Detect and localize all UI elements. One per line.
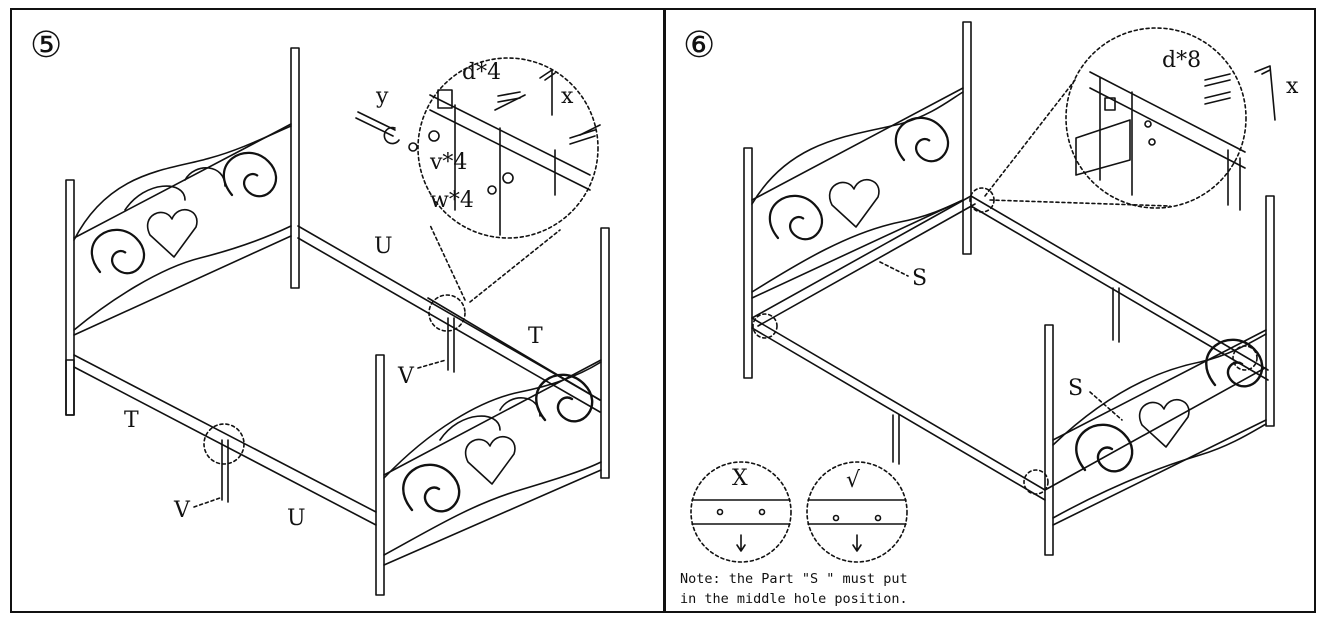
rail-T-left [73,354,377,526]
note-line-2: in the middle hole position. [680,591,908,607]
post [375,354,385,596]
wrench-icon [355,111,400,145]
label-S-rail: S [912,266,928,291]
label-x6: x [1286,74,1299,99]
hole-right-circle [806,461,908,563]
hole-wrong-circle [690,461,792,563]
leg-V-mid [447,317,455,373]
label-V-mid: V [398,364,414,389]
post [600,227,610,479]
step-number-6: ⑥ [683,25,716,66]
label-d6: d*8 [1162,48,1202,73]
label-U-far: U [374,234,393,259]
step6-frame [690,21,1276,563]
label-y: y [376,84,389,109]
post [65,179,75,416]
label-x: x [561,84,574,109]
step5-frame [65,47,610,596]
step-number-5: ⑤ [30,25,63,66]
label-S-foot: S [1068,376,1084,401]
label-v: v*4 [430,150,468,175]
note-line-1: Note: the Part "S " must put [680,571,908,587]
allen-key-icon [539,69,556,116]
label-w: w*4 [430,188,474,213]
label-U-near: U [287,506,306,531]
wrong-mark: X [732,466,748,491]
allen-key-icon [1254,65,1276,121]
right-mark: √ [846,468,861,493]
label-T-right: T [528,324,543,349]
label-T-left: T [124,408,139,433]
headboard-rails [73,123,292,336]
step-6-panel [664,8,1316,613]
label-V-left: V [174,498,190,523]
zoom-circle-6 [1065,27,1247,209]
zoom-circle-5 [417,57,599,239]
leg-V-left [221,439,229,503]
post [290,47,300,289]
heart [147,208,198,258]
label-d: d*4 [462,60,502,85]
